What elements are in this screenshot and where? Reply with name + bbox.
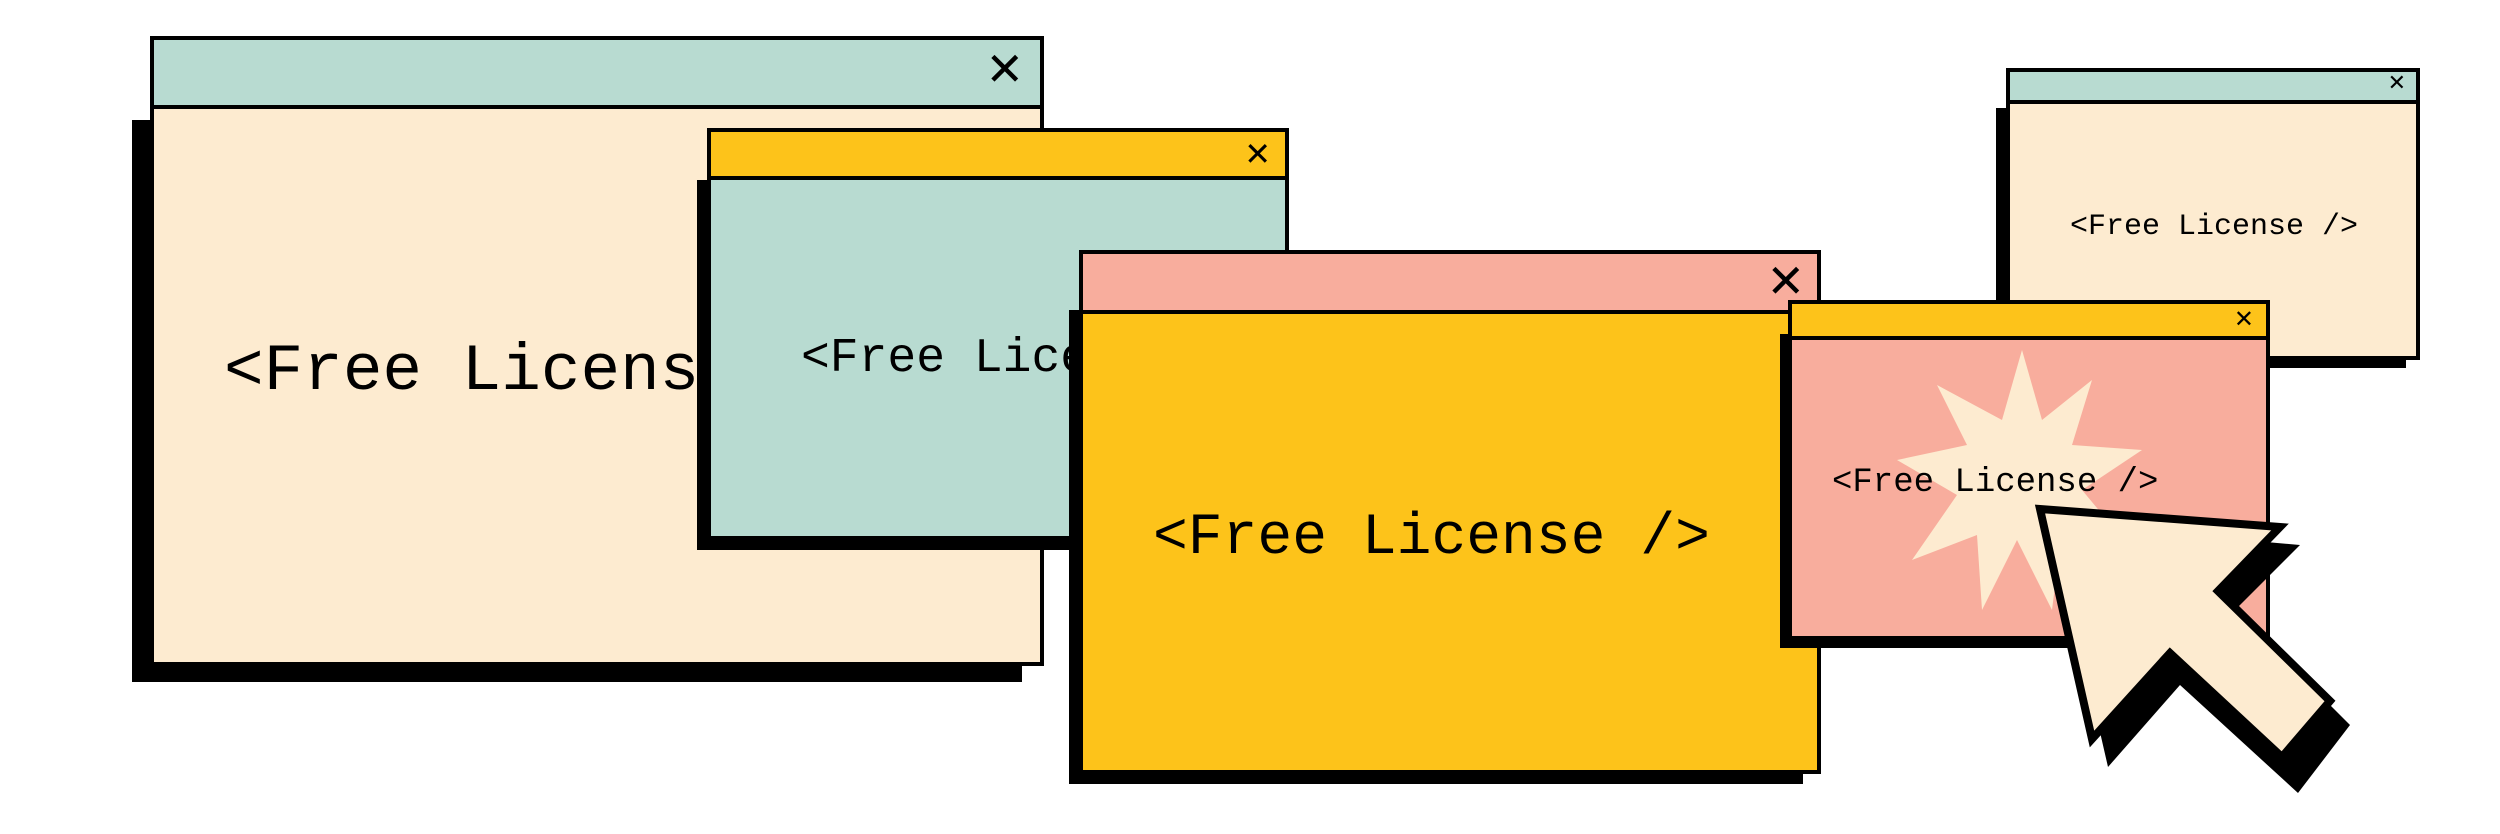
close-icon[interactable]: ✕	[2233, 305, 2254, 333]
arrow-cursor-icon	[2034, 504, 2350, 793]
window-label: <Free License />	[1832, 464, 2159, 502]
close-icon[interactable]: ✕	[2387, 71, 2406, 96]
window-titlebar[interactable]: ✕	[711, 132, 1285, 180]
window-titlebar[interactable]: ✕	[1792, 304, 2266, 340]
close-icon[interactable]: ✕	[1766, 254, 1805, 308]
starburst-icon	[1897, 350, 2142, 610]
window-label: <Free License />	[1153, 506, 1710, 571]
window-titlebar[interactable]: ✕	[1083, 254, 1817, 314]
window-frame: ✕ <Free License />	[1079, 250, 1821, 774]
popup-window-2: ✕ <Free License />	[697, 128, 1289, 550]
window-titlebar[interactable]: ✕	[2010, 72, 2416, 104]
popup-window-3: ✕ <Free License />	[1069, 250, 1821, 784]
window-frame: ✕ <Free License />	[707, 128, 1289, 540]
close-icon[interactable]: ✕	[985, 42, 1024, 96]
window-label: <Free License />	[2070, 210, 2359, 244]
window-titlebar[interactable]: ✕	[154, 40, 1040, 109]
close-icon[interactable]: ✕	[1244, 135, 1271, 173]
